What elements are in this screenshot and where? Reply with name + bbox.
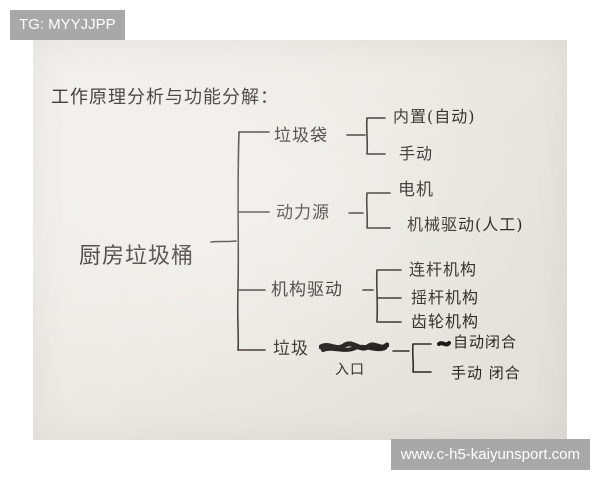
leaf-mechanical-manual: 机械驱动(人工) xyxy=(407,215,524,234)
leaf-motor: 电机 xyxy=(398,180,434,200)
leaf-built-in-auto: 内置(自动) xyxy=(393,107,476,126)
scribbled-dot xyxy=(437,341,451,347)
branch-garbage-bag: 垃圾袋 xyxy=(274,126,328,146)
leaf-rocker-mechanism: 摇杆机构 xyxy=(411,288,480,307)
watermark-top-left: TG: MYYJJPP xyxy=(10,10,125,40)
scribbled-out-text xyxy=(319,341,389,352)
tree-connector-lines xyxy=(210,117,432,373)
diagram-root-node: 厨房垃圾桶 xyxy=(79,244,195,269)
watermark-bottom-right: www.c-h5-kaiyunsport.com xyxy=(390,439,590,470)
branch-power-source: 动力源 xyxy=(276,203,330,223)
leaf-gear-mechanism: 齿轮机构 xyxy=(411,312,480,331)
diagram-heading: 工作原理分析与功能分解： xyxy=(51,87,279,108)
garbage-opening-note: 入口 xyxy=(335,362,365,378)
leaf-linkage-mechanism: 连杆机构 xyxy=(409,260,478,279)
handwritten-diagram-photo: 工作原理分析与功能分解： 厨房垃圾桶 垃圾袋 内置(自动) 手动 动力源 电机 … xyxy=(33,40,567,440)
leaf-auto-close: 自动闭合 xyxy=(453,333,518,351)
branch-garbage-opening: 垃圾 xyxy=(273,339,309,359)
branch-mechanism-drive: 机构驱动 xyxy=(271,280,343,300)
leaf-manual-close: 手动 闭合 xyxy=(451,364,521,382)
leaf-manual: 手动 xyxy=(399,144,434,163)
